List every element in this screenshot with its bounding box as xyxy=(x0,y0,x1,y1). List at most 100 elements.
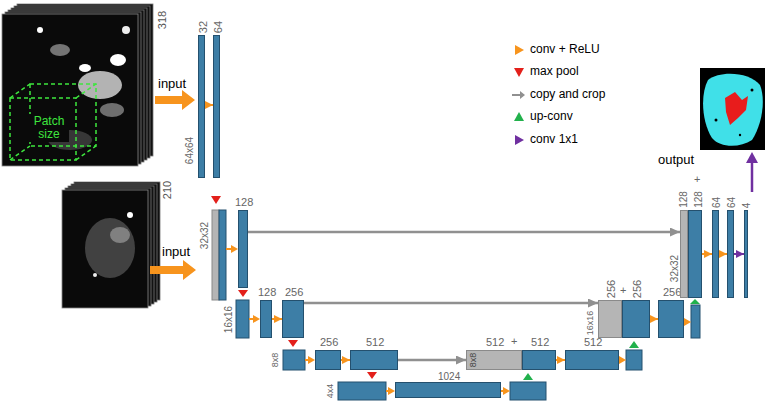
feature-map: 256 xyxy=(658,300,684,338)
image-blob xyxy=(85,218,135,278)
image-blob xyxy=(37,27,43,33)
channel-count: 64 xyxy=(212,21,224,33)
legend-text: up-conv xyxy=(530,110,573,123)
channel-count: 256 xyxy=(631,280,643,298)
feature-map: 512 xyxy=(522,350,556,370)
resolution-label: 32x32 xyxy=(669,254,680,281)
patch-edges xyxy=(10,84,96,160)
up-conv-arrow xyxy=(690,299,700,304)
feature-map: 4 xyxy=(744,210,748,298)
conv1x1-arrow xyxy=(734,253,744,255)
feature-map xyxy=(691,305,700,338)
image-blob xyxy=(127,212,133,218)
conv-arrow xyxy=(702,253,712,255)
output-image xyxy=(700,68,765,150)
input-arrow xyxy=(155,90,195,110)
image-frame xyxy=(2,14,138,166)
conv-arrow-head xyxy=(253,315,260,323)
legend-text: conv 1x1 xyxy=(530,133,578,146)
output-arrow-head xyxy=(746,152,758,163)
legend-entry: max pool xyxy=(512,64,579,80)
conv-arrow xyxy=(341,359,350,361)
channel-count: 256 xyxy=(663,286,681,298)
legend-entry: conv + ReLU xyxy=(512,42,600,58)
legend-swatch-shape xyxy=(515,45,524,55)
feature-map: 256 xyxy=(622,300,650,338)
feature-map xyxy=(219,210,226,300)
crop-feature-map: 128 xyxy=(680,210,688,298)
patch-cube xyxy=(10,84,96,160)
output-arrow xyxy=(746,152,758,192)
resolution-label: 4x4 xyxy=(326,384,336,399)
conv-arrow-head xyxy=(231,245,238,253)
conv-arrows xyxy=(226,245,691,395)
feature-map: 256 xyxy=(282,300,304,338)
patch-front-face xyxy=(10,98,76,160)
feature-map xyxy=(283,350,305,370)
output-label: output xyxy=(658,153,694,167)
up-conv-arrows xyxy=(523,299,700,380)
conv-arrow xyxy=(650,318,658,320)
feature-map: 64 xyxy=(712,210,719,298)
output-arrow-shaft xyxy=(751,161,754,192)
segmentation-region xyxy=(703,74,763,146)
input-label: input xyxy=(162,245,190,259)
plus-sign: + xyxy=(620,284,626,296)
channel-count: 128 xyxy=(258,286,276,298)
feature-map xyxy=(338,382,386,400)
legend-swatch xyxy=(512,44,526,56)
channel-count: 4 xyxy=(741,202,752,208)
feature-map: 128 xyxy=(688,210,702,298)
crop-feature-map xyxy=(212,210,219,300)
copy-crop-arrow xyxy=(304,302,598,305)
legend-text: max pool xyxy=(530,65,579,78)
dimension-label: 318 xyxy=(156,11,168,29)
segmentation-core xyxy=(725,92,748,125)
legend-swatch-shape xyxy=(512,91,525,99)
legend-swatch-shape xyxy=(514,68,524,77)
resolution-label: 64x64 xyxy=(184,136,195,163)
max-pool-arrow xyxy=(288,340,298,347)
channel-count: 256 xyxy=(285,286,303,298)
patch-back-face xyxy=(30,84,96,146)
channel-count: 128 xyxy=(677,191,688,208)
image-blob xyxy=(79,64,91,72)
segmentation-hole xyxy=(751,89,754,92)
segmentation-hole xyxy=(715,119,718,122)
image-frame xyxy=(62,190,148,308)
feature-maps xyxy=(212,210,700,400)
segmentation-hole xyxy=(739,134,741,136)
channel-count: 512 xyxy=(531,336,549,348)
input-image-stack xyxy=(62,182,160,308)
input-label: input xyxy=(158,77,186,91)
input-arrows xyxy=(150,90,196,280)
channel-count: 128 xyxy=(692,191,703,208)
image-blob xyxy=(100,103,124,117)
crop-feature-map: 256 xyxy=(598,300,622,338)
conv-arrow-head xyxy=(619,356,626,364)
resolution-label: 16x16 xyxy=(223,305,234,332)
copy-crop-arrow xyxy=(248,231,680,234)
legend-swatch xyxy=(512,66,526,78)
image-blob xyxy=(93,273,97,277)
up-conv-arrow xyxy=(523,373,533,380)
feature-map xyxy=(626,350,642,370)
legend-swatch-shape xyxy=(515,135,524,145)
legend-text: conv + ReLU xyxy=(530,43,600,56)
legend-entry: up-conv xyxy=(512,109,573,125)
connectors xyxy=(205,105,744,360)
image-blob xyxy=(110,54,126,66)
image-blob xyxy=(122,26,130,34)
feature-map: 1024 xyxy=(395,382,501,398)
plus-sign: + xyxy=(694,173,700,185)
copy-crop-arrow xyxy=(398,359,466,362)
image-blob xyxy=(110,227,130,243)
conv-arrow-head xyxy=(388,387,395,395)
feature-map: 64 xyxy=(213,35,220,178)
legend-swatch-shape xyxy=(514,112,524,121)
feature-map xyxy=(510,382,546,400)
conv-arrow xyxy=(272,318,282,320)
input-image-stack xyxy=(2,4,153,166)
